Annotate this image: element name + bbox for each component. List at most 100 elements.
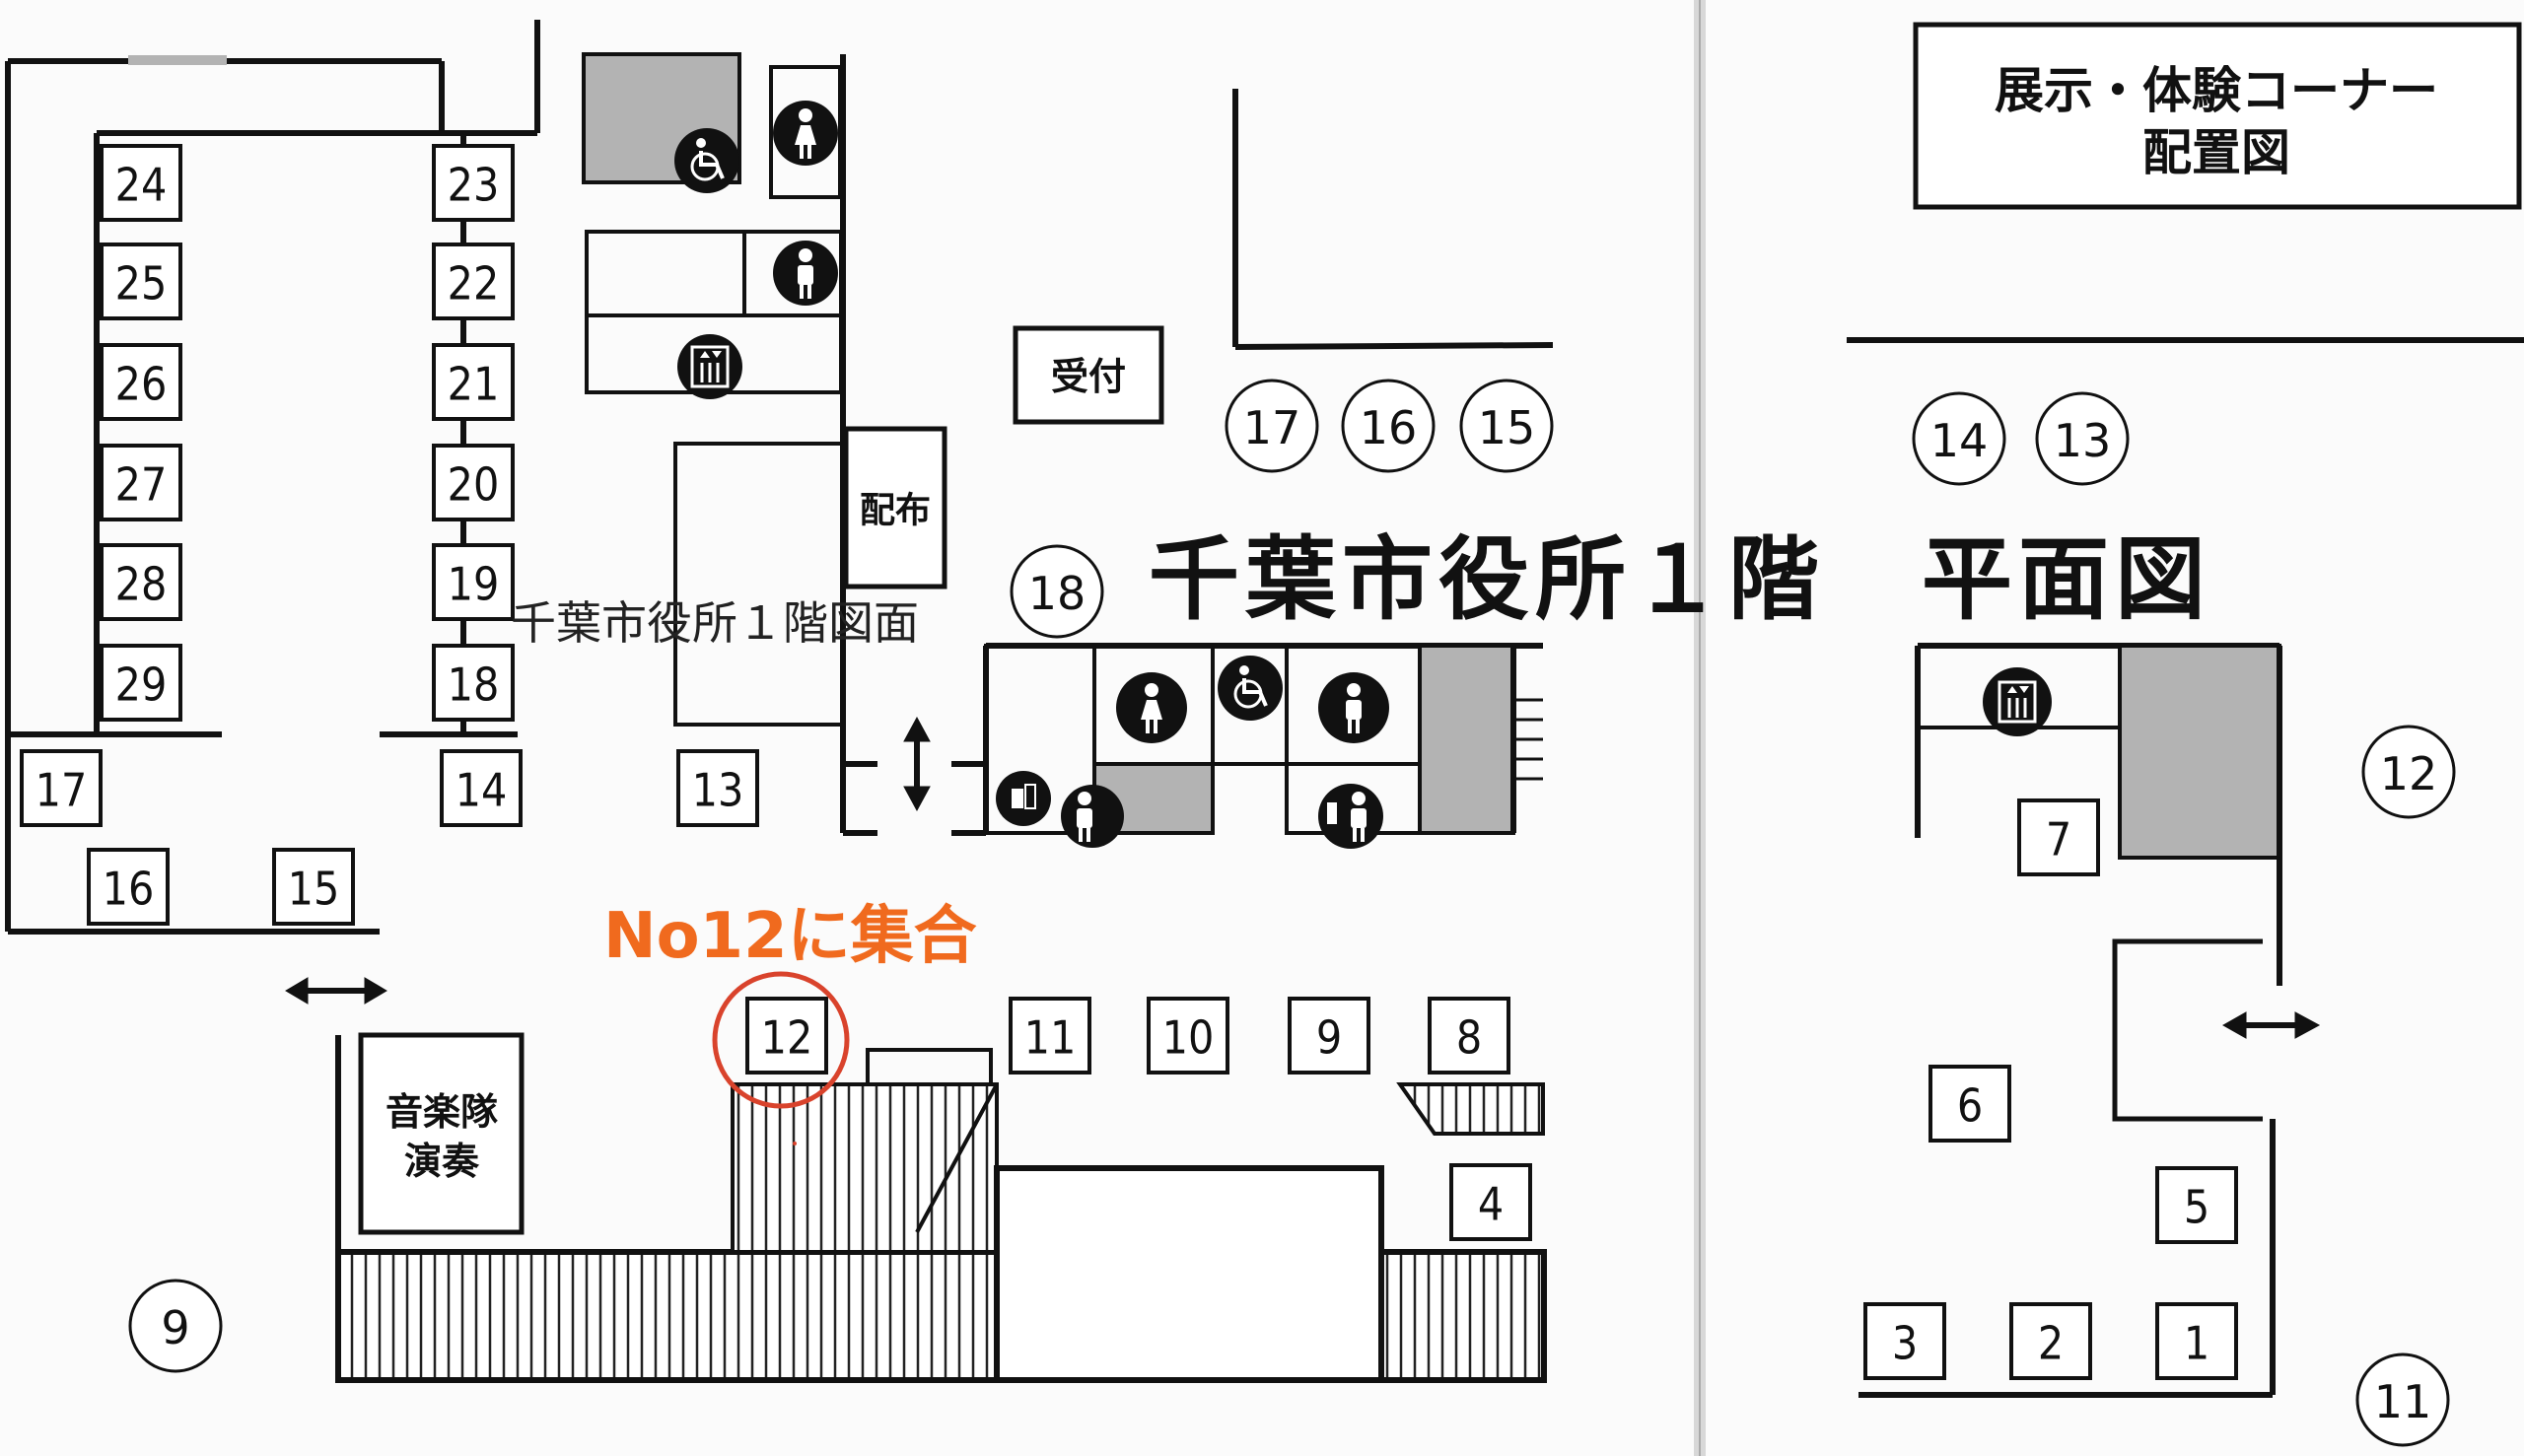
booth-center-8: 8: [1428, 997, 1510, 1075]
circle-number: 16: [1360, 401, 1418, 454]
circle-marker-14: 14: [1912, 391, 2006, 486]
booth-number: 9: [1316, 1011, 1342, 1065]
reception-label: 受付: [1051, 355, 1126, 398]
booth-number: 3: [1892, 1317, 1918, 1370]
booth-left-27: 27: [100, 444, 182, 521]
title-line2: 配置図: [2142, 124, 2290, 181]
title-box: [1913, 22, 2522, 210]
booth-left-21: 21: [432, 343, 515, 421]
booth-center-12: 12: [745, 997, 828, 1075]
booth-number: 20: [448, 458, 500, 512]
booth-number: 5: [2184, 1181, 2209, 1234]
booth-number: 7: [2046, 813, 2071, 867]
booth-number: 18: [448, 659, 500, 712]
distribution-label: 配布: [860, 491, 931, 531]
circle-number: 11: [2374, 1375, 2432, 1428]
booth-left-17: 17: [20, 749, 103, 827]
stage-area: [335, 1048, 1547, 1383]
double-arrow-icon: [2221, 1011, 2321, 1039]
booth-number: 17: [35, 764, 88, 817]
booth-left-19: 19: [432, 543, 515, 621]
booth-number: 28: [115, 558, 168, 611]
booth-right-7: 7: [2017, 798, 2100, 876]
title-line1: 展示・体験コーナー: [1995, 62, 2438, 119]
circle-number: 15: [1478, 401, 1536, 454]
booth-center-4: 4: [1449, 1163, 1532, 1241]
booth-left-14: 14: [440, 749, 523, 827]
booth-center-11: 11: [1009, 997, 1091, 1075]
baby-care-icon: [1061, 785, 1124, 848]
circle-marker-13: 13: [2035, 391, 2130, 486]
circle-marker-11: 11: [2355, 1352, 2450, 1447]
booth-number: 29: [115, 659, 168, 712]
double-arrow-icon: [285, 977, 387, 1005]
music-band-area: [358, 1032, 525, 1235]
booth-left-22: 22: [432, 243, 515, 320]
center-toilets: [983, 643, 1543, 835]
booth-center-9: 9: [1288, 997, 1370, 1075]
distribution-desk: [843, 426, 947, 589]
booth-left-29: 29: [100, 644, 182, 722]
right-wing: [1847, 337, 2524, 1398]
wheelchair-icon: [1218, 656, 1283, 721]
wheelchair-icon: [674, 128, 739, 193]
booth-left-24: 24: [100, 144, 182, 222]
main-title: 千葉市役所１階 平面図: [1149, 527, 2211, 633]
booth-number: 14: [456, 764, 508, 817]
male-toilet-icon: [773, 241, 838, 306]
ostomate-icon: [996, 771, 1051, 826]
circle-number: 14: [1930, 414, 1989, 467]
booth-number: 13: [692, 764, 744, 817]
booth-number: 6: [1957, 1079, 1983, 1133]
circle-marker-18: 18: [1010, 544, 1104, 639]
booth-number: 24: [115, 159, 168, 212]
baby-care-icon: [1318, 784, 1383, 849]
booth-left-23: 23: [432, 144, 515, 222]
circle-number: 9: [161, 1301, 189, 1354]
booth-number: 2: [2038, 1317, 2064, 1370]
circle-marker-9: 9: [128, 1279, 223, 1373]
circle-marker-17: 17: [1225, 379, 1319, 473]
circle-number: 13: [2054, 414, 2112, 467]
booth-number: 15: [288, 863, 340, 916]
circle-marker-15: 15: [1459, 379, 1554, 473]
elevator-icon: [1983, 667, 2052, 736]
booth-number: 25: [115, 257, 168, 311]
elevator-icon: [677, 334, 742, 399]
booth-left-16: 16: [87, 848, 170, 926]
booth-left-15: 15: [272, 848, 355, 926]
reception-desk: [1013, 325, 1164, 425]
booth-number: 10: [1162, 1011, 1215, 1065]
booth-number: 11: [1024, 1011, 1077, 1065]
sub-title: 千葉市役所１階図面: [511, 596, 919, 650]
booth-left-26: 26: [100, 343, 182, 421]
meeting-note: No12に集合: [603, 900, 977, 973]
booth-number: 27: [115, 458, 168, 512]
booth-right-5: 5: [2155, 1166, 2238, 1244]
double-arrow-icon: [903, 716, 931, 812]
booth-left-18: 18: [432, 644, 515, 722]
booth-number: 23: [448, 159, 500, 212]
booth-number: 1: [2184, 1317, 2209, 1370]
booth-left-25: 25: [100, 243, 182, 320]
booth-right-6: 6: [1928, 1065, 2011, 1143]
circle-number: 18: [1028, 567, 1087, 620]
music-label-line2: 演奏: [404, 1140, 480, 1183]
booth-center-10: 10: [1147, 997, 1229, 1075]
booth-right-3: 3: [1863, 1302, 1946, 1380]
booth-number: 19: [448, 558, 500, 611]
music-label-line1: 音楽隊: [386, 1090, 498, 1134]
booth-left-28: 28: [100, 543, 182, 621]
booth-left-13: 13: [676, 749, 759, 827]
circle-marker-12: 12: [2361, 725, 2456, 819]
service-block: [534, 20, 986, 836]
circle-number: 17: [1243, 401, 1301, 454]
circle-marker-16: 16: [1341, 379, 1436, 473]
booth-left-20: 20: [432, 444, 515, 521]
booth-number: 16: [103, 863, 155, 916]
meeting-point-ring: [712, 971, 850, 1109]
booth-right-2: 2: [2009, 1302, 2092, 1380]
